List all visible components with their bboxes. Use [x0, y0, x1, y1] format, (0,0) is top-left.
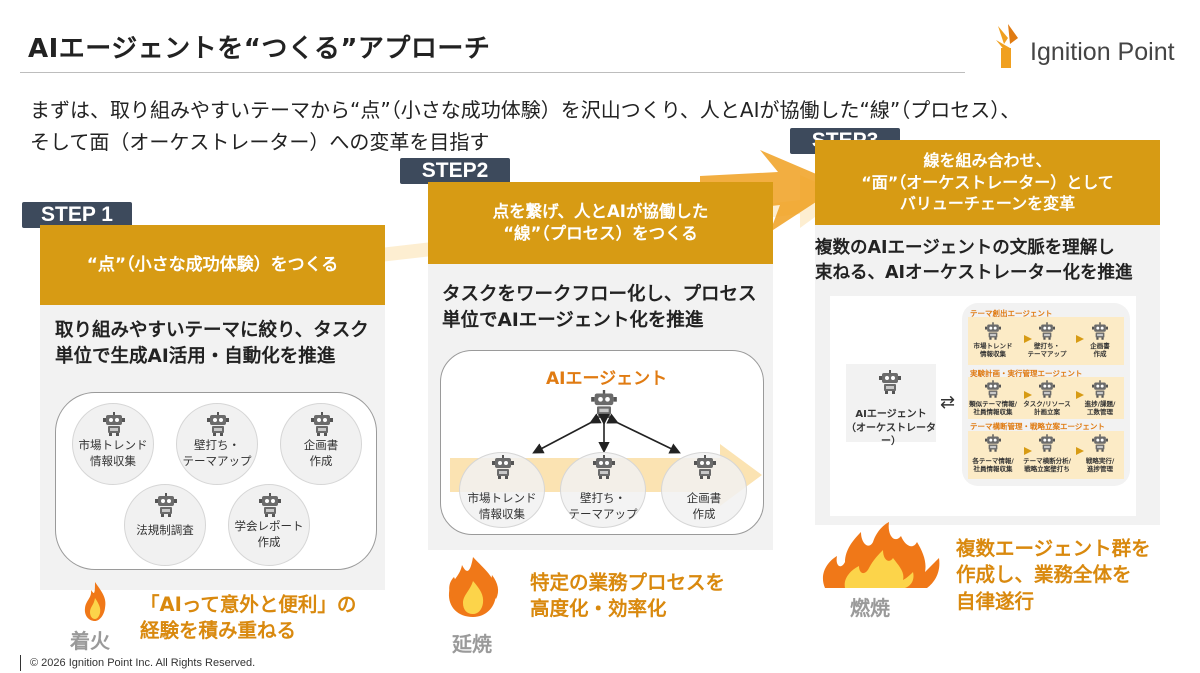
step2-description: タスクをワークフロー化し、プロセス 単位でAIエージェント化を推進	[442, 284, 757, 331]
stage-label-burn: 燃焼	[850, 596, 890, 620]
mini-agent-label: 各テーマ情報/社員情報収集	[972, 457, 1014, 474]
mini-agent-label: 類似テーマ情報/社員情報収集	[969, 400, 1017, 417]
step3-outcome: 複数エージェント群を 作成し、業務全体を 自律遂行	[956, 537, 1151, 613]
agent-circle: 法規制調査	[124, 484, 206, 566]
step1-tag: STEP 1	[22, 202, 132, 228]
copyright: © 2026 Ignition Point Inc. All Rights Re…	[30, 657, 256, 669]
group-title: テーマ構断管理・戦略立案エージェント	[970, 422, 1105, 431]
step3-description: 複数のAIエージェントの文脈を理解し 束ねる、AIオーケストレーター化を推進	[815, 238, 1133, 284]
robot-icon	[1092, 322, 1108, 340]
robot-icon	[155, 493, 177, 517]
agent-circle: 学会レポート作成	[228, 484, 310, 566]
robot-icon	[1092, 380, 1108, 398]
robot-icon	[985, 322, 1001, 340]
ai-agent-title: AIエージェント	[546, 369, 668, 389]
company-logo: Ignition Point	[992, 22, 1182, 72]
step1-description: 取り組みやすいテーマに絞り、タスク 単位で生成AI活用・自動化を推進	[55, 318, 369, 370]
robot-icon	[985, 434, 1001, 452]
agent-circle: 壁打ち・テーマアップ	[560, 452, 646, 528]
agent-circle: 市場トレンド情報収集	[72, 403, 154, 485]
fire-icon	[448, 557, 499, 617]
group-title: 実験計画・実行管理エージェント	[970, 369, 1083, 378]
mini-agent-label: 壁打ち・テーマアップ	[1027, 342, 1067, 359]
step3-header: 線を組み合わせ、 “面”（オーケストレーター）として バリューチェーンを変革	[815, 140, 1160, 225]
mini-agent-label: 企画書作成	[1090, 342, 1110, 359]
robot-icon	[985, 380, 1001, 398]
step1-header-text: “点”（小さな成功体験）をつくる	[86, 254, 339, 275]
fire-icon	[84, 582, 106, 621]
step2-header: 点を繋げ、人とAIが協働した “線”（プロセス）をつくる	[428, 182, 773, 264]
agent-circle: 壁打ち・テーマアップ	[176, 403, 258, 485]
logo-text: Ignition Point	[1030, 38, 1175, 66]
robot-icon	[1039, 322, 1055, 340]
robot-icon	[492, 455, 514, 479]
robot-icon	[694, 455, 716, 479]
mini-agent-label: 進捗/課題/工数管理	[1084, 400, 1116, 417]
footer-divider	[20, 655, 21, 671]
step2-tag: STEP2	[400, 158, 510, 184]
mini-agent-label: 市場トレンド情報収集	[973, 342, 1013, 359]
robot-icon	[1039, 434, 1055, 452]
swap-icon: ⇄	[940, 392, 956, 413]
agent-circle: 市場トレンド情報収集	[459, 452, 545, 528]
logo-mark-icon	[996, 24, 1018, 68]
page-title: AIエージェントを“つくる”アプローチ	[28, 34, 491, 64]
step2-outcome: 特定の業務プロセスを 高度化・効率化	[530, 571, 726, 621]
robot-icon	[259, 493, 281, 517]
step1-desc-line2: 単位で生成AI活用・自動化を推進	[55, 345, 336, 367]
robot-icon	[879, 370, 901, 394]
step1-header: “点”（小さな成功体験）をつくる	[40, 225, 385, 305]
mini-agent-label: 戦略実行/進捗管理	[1085, 457, 1115, 474]
title-divider	[20, 72, 965, 73]
agent-circle: 企画書作成	[280, 403, 362, 485]
orchestrator-box: AIエージェント （オーケストレーター）	[846, 364, 936, 447]
robot-icon	[593, 455, 615, 479]
mini-agent-label: テーマ横断分析/戦略立案壁打ち	[1023, 457, 1071, 474]
intro-line-2: そして面（オーケストレーター）への変革を目指す	[30, 130, 490, 154]
robot-icon	[103, 412, 125, 436]
agent-circle: 企画書作成	[661, 452, 747, 528]
connector-arrows-icon	[532, 413, 681, 454]
robot-icon	[1039, 380, 1055, 398]
fire-icon	[822, 522, 940, 588]
stage-label-ignition: 着火	[70, 629, 110, 653]
group-title: テーマ創出エージェント	[970, 309, 1053, 318]
robot-icon	[207, 412, 229, 436]
robot-icon	[1092, 434, 1108, 452]
stage-label-spread: 延焼	[452, 632, 492, 656]
step1-outcome: 「AIって意外と便利」の 経験を積み重ねる	[140, 593, 357, 643]
intro-line-1: まずは、取り組みやすいテーマから“点”（小さな成功体験）を沢山つくり、人とAIが…	[30, 98, 1021, 122]
step1-desc-line1: 取り組みやすいテーマに絞り、タスク	[55, 320, 369, 341]
mini-agent-label: タスク/リソース計画立案	[1023, 400, 1071, 417]
robot-icon	[311, 412, 333, 436]
